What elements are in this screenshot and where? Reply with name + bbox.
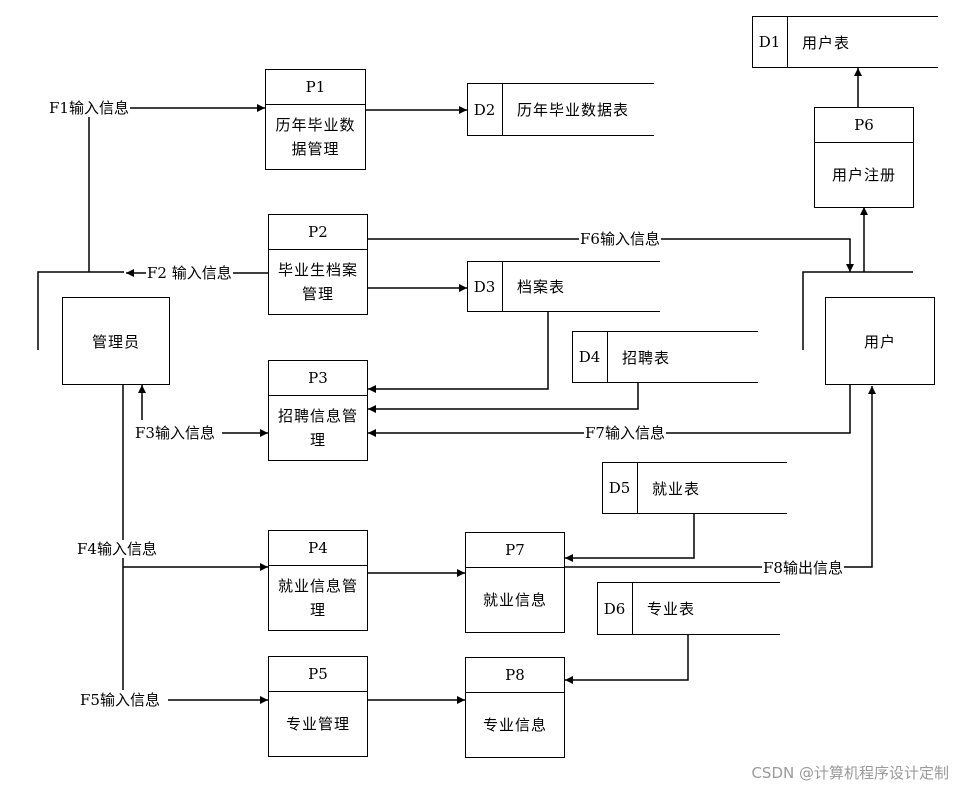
process-p6-id: P6 bbox=[815, 108, 913, 143]
watermark: CSDN @计算机程序设计定制 bbox=[751, 764, 949, 782]
store-d5: D5 就业表 bbox=[602, 462, 787, 514]
flow-f8-line bbox=[565, 386, 876, 568]
process-p8-id: P8 bbox=[466, 658, 564, 693]
process-p1-name: 历年毕业数据管理 bbox=[275, 115, 356, 158]
process-p1-id: P1 bbox=[266, 70, 365, 105]
process-p7-name: 就业信息 bbox=[482, 590, 547, 609]
process-p8-name: 专业信息 bbox=[482, 715, 547, 734]
flow-d5-p7 bbox=[565, 513, 695, 562]
user-duplicate-mark bbox=[802, 271, 913, 350]
flow-f4-label: F4输入信息 bbox=[76, 540, 158, 558]
process-p2: P2 毕业生档案管理 bbox=[268, 214, 368, 315]
flow-f8-label: F8输出信息 bbox=[762, 559, 844, 577]
flow-f6-label: F6输入信息 bbox=[579, 230, 661, 248]
store-d4: D4 招聘表 bbox=[572, 331, 758, 383]
process-p4-name: 就业信息管理 bbox=[277, 576, 358, 619]
process-p4-id: P4 bbox=[269, 531, 367, 566]
store-d5-name: 就业表 bbox=[652, 479, 701, 498]
flow-d4-p3 bbox=[368, 382, 639, 413]
store-d2-id: D2 bbox=[467, 83, 503, 136]
flow-f6-line bbox=[368, 238, 854, 272]
flow-f2-label: F2 输入信息 bbox=[146, 264, 233, 282]
store-d5-frame bbox=[602, 462, 787, 514]
entity-admin: 管理员 bbox=[62, 297, 170, 385]
flow-f7-line bbox=[368, 384, 851, 437]
flow-f5-label: F5输入信息 bbox=[79, 691, 161, 709]
entity-admin-label: 管理员 bbox=[91, 332, 140, 351]
flow-f1-label: F1输入信息 bbox=[48, 99, 130, 117]
flow-d6-p8 bbox=[565, 635, 689, 684]
store-d1-frame bbox=[752, 16, 938, 68]
process-p8: P8 专业信息 bbox=[465, 657, 565, 758]
flow-d3-p3 bbox=[368, 312, 549, 393]
process-p5-id: P5 bbox=[269, 657, 367, 692]
store-d3-frame bbox=[467, 261, 660, 312]
process-p2-name: 毕业生档案管理 bbox=[277, 260, 358, 303]
store-d3-name: 档案表 bbox=[517, 278, 566, 296]
flow-f1-line bbox=[88, 104, 265, 272]
store-d5-id: D5 bbox=[602, 462, 638, 514]
store-d2: D2 历年毕业数据表 bbox=[467, 83, 654, 136]
store-d4-id: D4 bbox=[572, 331, 608, 383]
entity-user: 用户 bbox=[825, 297, 935, 385]
process-p1: P1 历年毕业数据管理 bbox=[265, 69, 366, 170]
process-p3-name: 招聘信息管理 bbox=[277, 406, 358, 449]
store-d1-name: 用户表 bbox=[802, 33, 851, 52]
process-p5-name: 专业管理 bbox=[285, 714, 350, 733]
store-d2-frame bbox=[467, 83, 654, 136]
flow-f3-label: F3输入信息 bbox=[134, 424, 216, 442]
store-d2-name: 历年毕业数据表 bbox=[517, 101, 630, 119]
store-d4-name: 招聘表 bbox=[622, 348, 671, 367]
process-p6: P6 用户注册 bbox=[814, 107, 914, 208]
store-d1-id: D1 bbox=[752, 16, 788, 68]
flow-f7-label: F7输入信息 bbox=[584, 424, 666, 442]
process-p6-name: 用户注册 bbox=[831, 165, 896, 184]
store-d6-frame bbox=[597, 582, 780, 635]
process-p2-id: P2 bbox=[269, 215, 367, 250]
store-d6-name: 专业表 bbox=[647, 600, 696, 618]
process-p3-id: P3 bbox=[269, 361, 367, 396]
process-p5: P5 专业管理 bbox=[268, 656, 368, 757]
store-d6-id: D6 bbox=[597, 582, 633, 635]
process-p7: P7 就业信息 bbox=[465, 532, 565, 633]
store-d6: D6 专业表 bbox=[597, 582, 780, 635]
store-d1: D1 用户表 bbox=[752, 16, 938, 68]
admin-duplicate-mark bbox=[37, 271, 124, 350]
store-d4-frame bbox=[572, 331, 758, 383]
entity-user-label: 用户 bbox=[863, 332, 896, 351]
process-p7-id: P7 bbox=[466, 533, 564, 568]
store-d3-id: D3 bbox=[467, 261, 503, 312]
store-d3: D3 档案表 bbox=[467, 261, 660, 312]
process-p3: P3 招聘信息管理 bbox=[268, 360, 368, 461]
process-p4: P4 就业信息管理 bbox=[268, 530, 368, 631]
